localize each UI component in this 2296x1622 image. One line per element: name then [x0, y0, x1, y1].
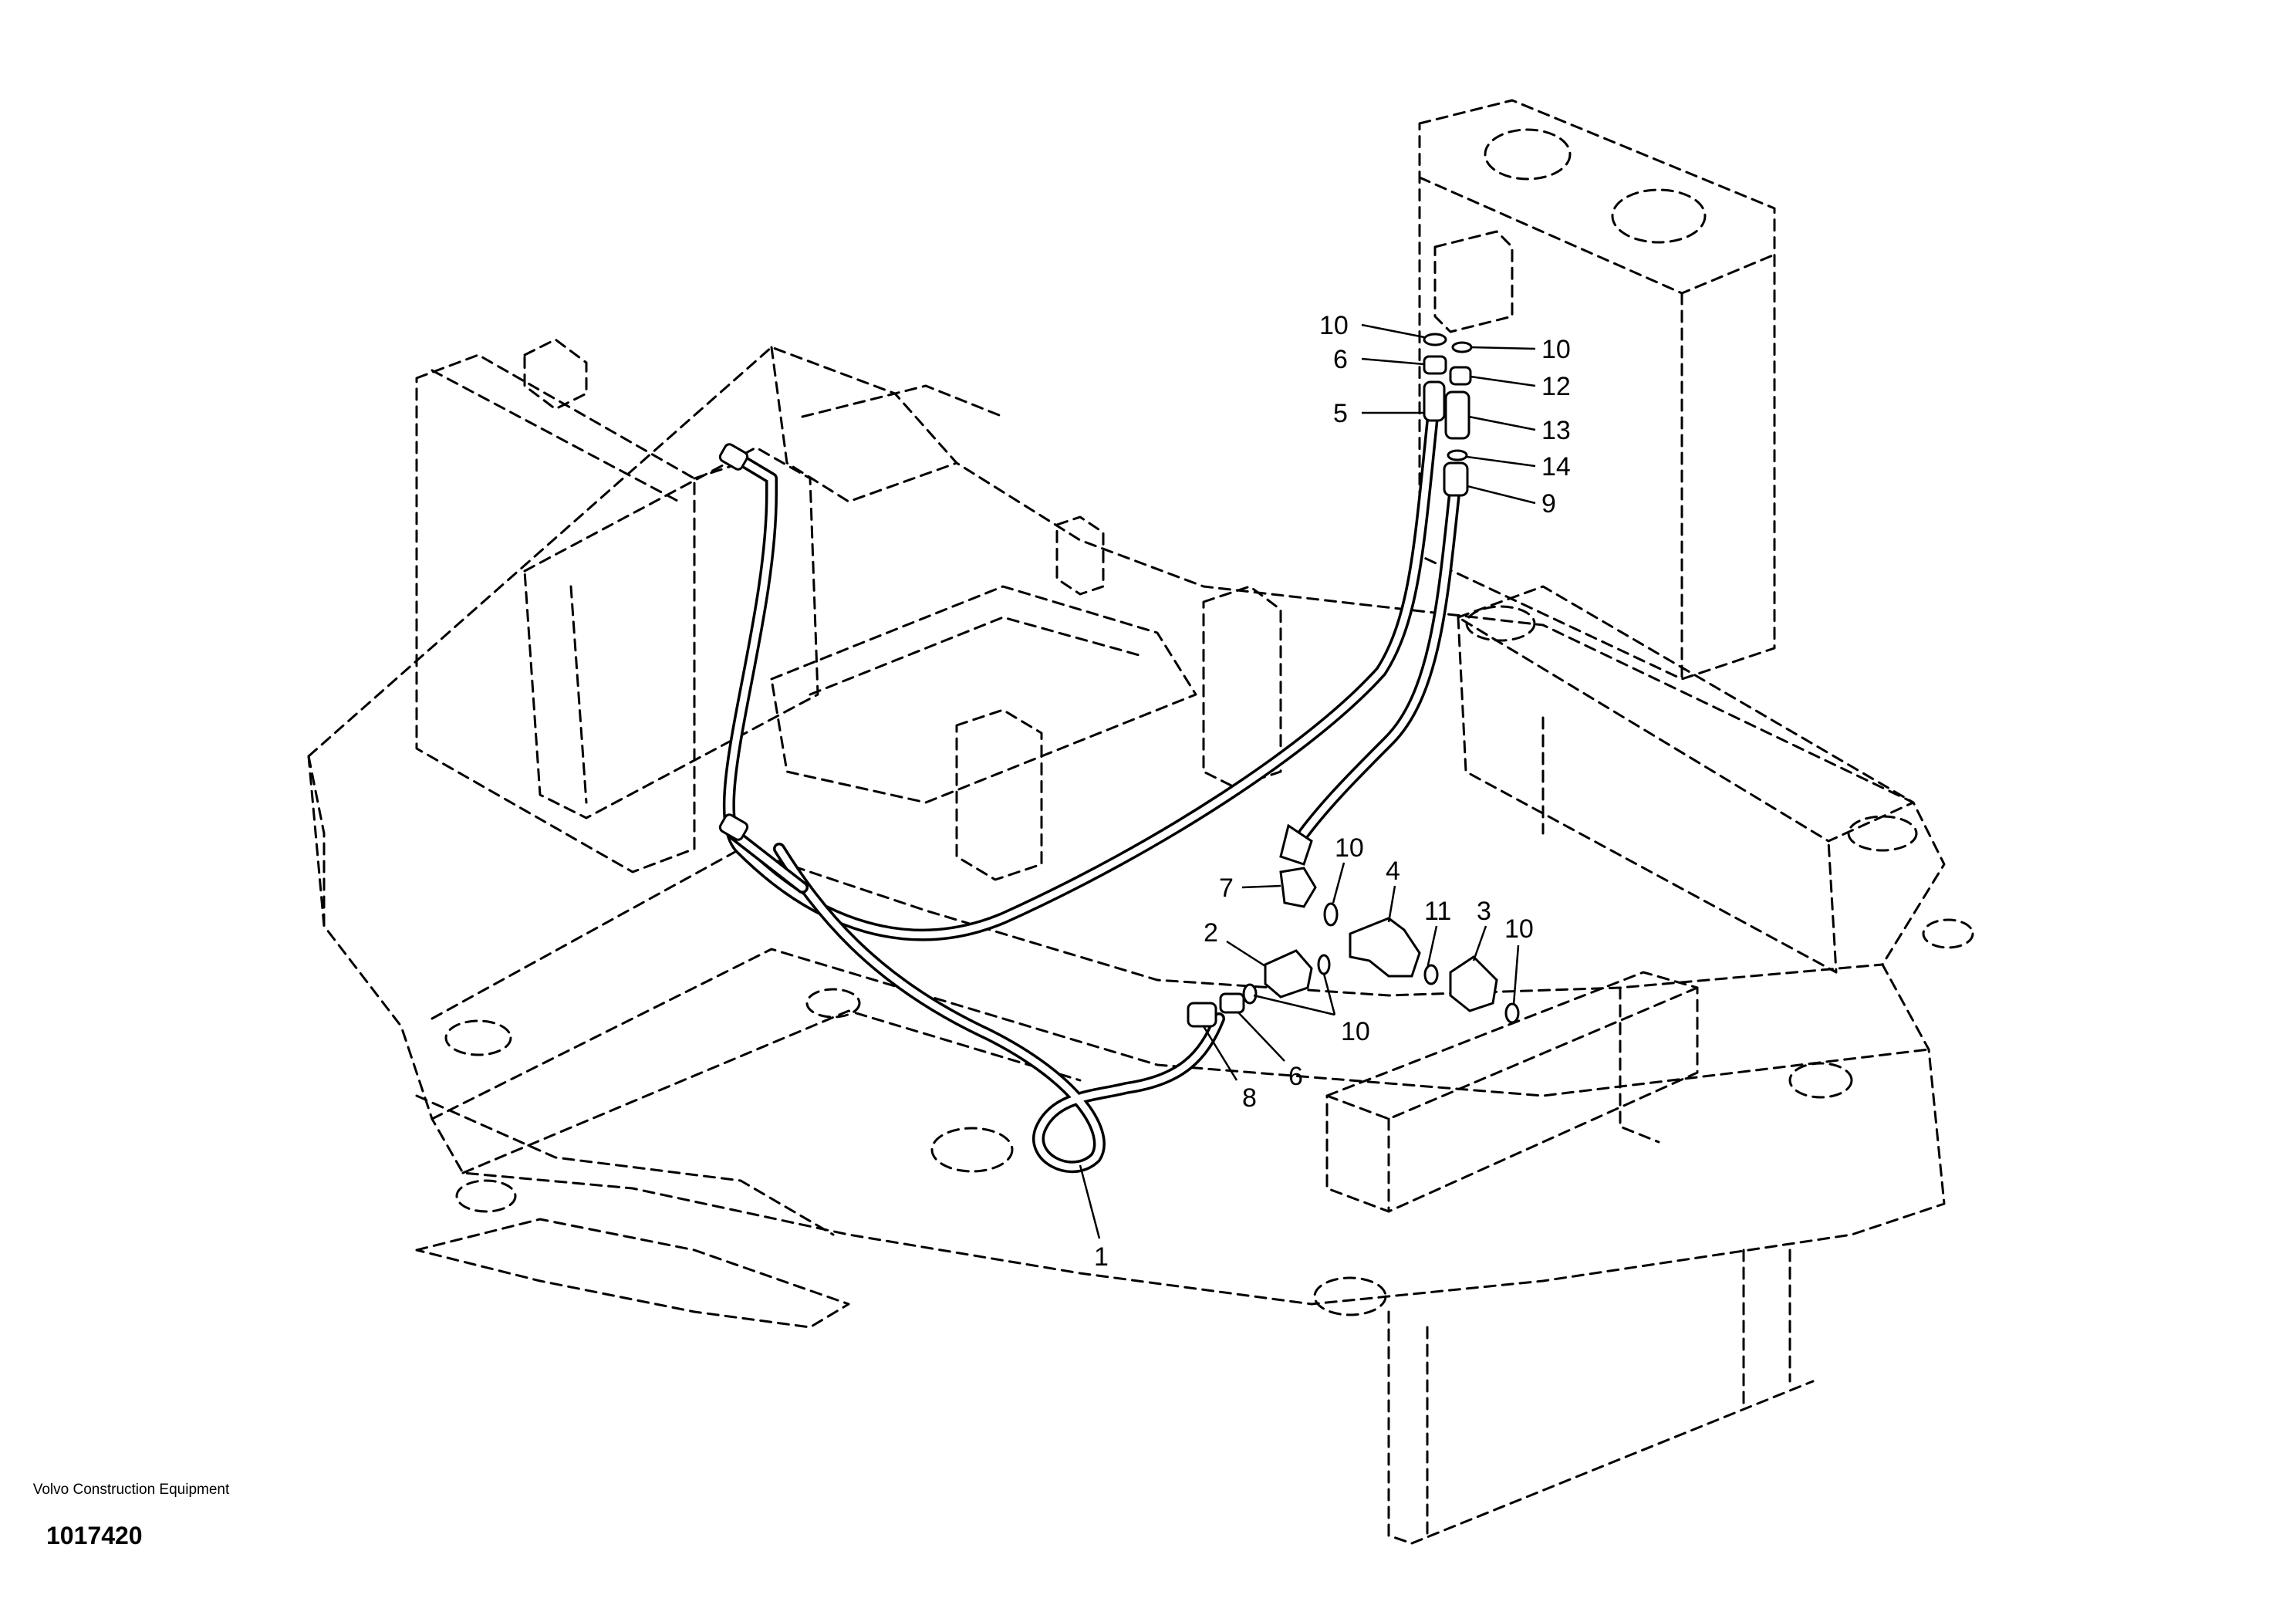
adapter-6b	[1219, 992, 1245, 1014]
o-ring-10e-upper	[1317, 954, 1331, 975]
callout-12: 12	[1541, 372, 1571, 401]
callout-5: 5	[1333, 399, 1348, 428]
adapter-3	[1449, 955, 1498, 1012]
o-ring-10a	[1423, 333, 1447, 346]
o-ring-10c	[1323, 902, 1339, 927]
callout-9: 9	[1541, 489, 1556, 519]
callout-labels: 10 6 5 10 12 13 14 9 7 10 4 11 3 10 2 10…	[1094, 311, 1571, 1272]
hose-end-5	[1423, 380, 1446, 422]
company-name: Volvo Construction Equipment	[32, 1482, 230, 1498]
connector-13	[1444, 390, 1470, 440]
callout-8: 8	[1242, 1083, 1257, 1113]
callout-10e: 10	[1341, 1017, 1370, 1046]
drawing-number: 1017420	[46, 1522, 143, 1549]
callout-10c: 10	[1335, 833, 1364, 863]
adapter-2	[1264, 949, 1313, 999]
adapter-12	[1449, 366, 1472, 386]
o-ring-10d	[1504, 1002, 1520, 1024]
elbow-7	[1279, 867, 1317, 908]
callout-11: 11	[1424, 897, 1451, 926]
callout-7: 7	[1219, 874, 1234, 903]
machine-frame-outline	[307, 99, 1974, 1545]
callout-4: 4	[1386, 857, 1400, 886]
callout-10d: 10	[1504, 914, 1534, 944]
leader-lines	[1079, 323, 1536, 1239]
callout-3: 3	[1477, 897, 1491, 926]
callout-13: 13	[1541, 416, 1571, 445]
hose-end-8	[1187, 1002, 1217, 1028]
callout-10a: 10	[1319, 311, 1349, 340]
o-ring-14	[1447, 449, 1468, 461]
o-ring-10e-lower	[1242, 983, 1258, 1005]
callout-14: 14	[1541, 452, 1571, 482]
hose-assembly	[722, 403, 1460, 1174]
hose-end-9	[1443, 461, 1469, 497]
callout-6b: 6	[1288, 1062, 1303, 1091]
callout-2: 2	[1204, 918, 1218, 948]
elbow-fitting	[1279, 823, 1313, 866]
callout-1: 1	[1094, 1242, 1109, 1272]
adapter-6a	[1423, 355, 1447, 375]
o-ring-10b	[1451, 341, 1473, 353]
hose-end-left-top	[718, 443, 749, 471]
o-ring-11	[1423, 964, 1439, 985]
callout-6a: 6	[1333, 345, 1348, 374]
fittings	[718, 333, 1520, 1028]
tee-4	[1349, 917, 1421, 978]
hose-end-left-bottom	[718, 813, 749, 841]
callout-10b: 10	[1541, 335, 1571, 364]
